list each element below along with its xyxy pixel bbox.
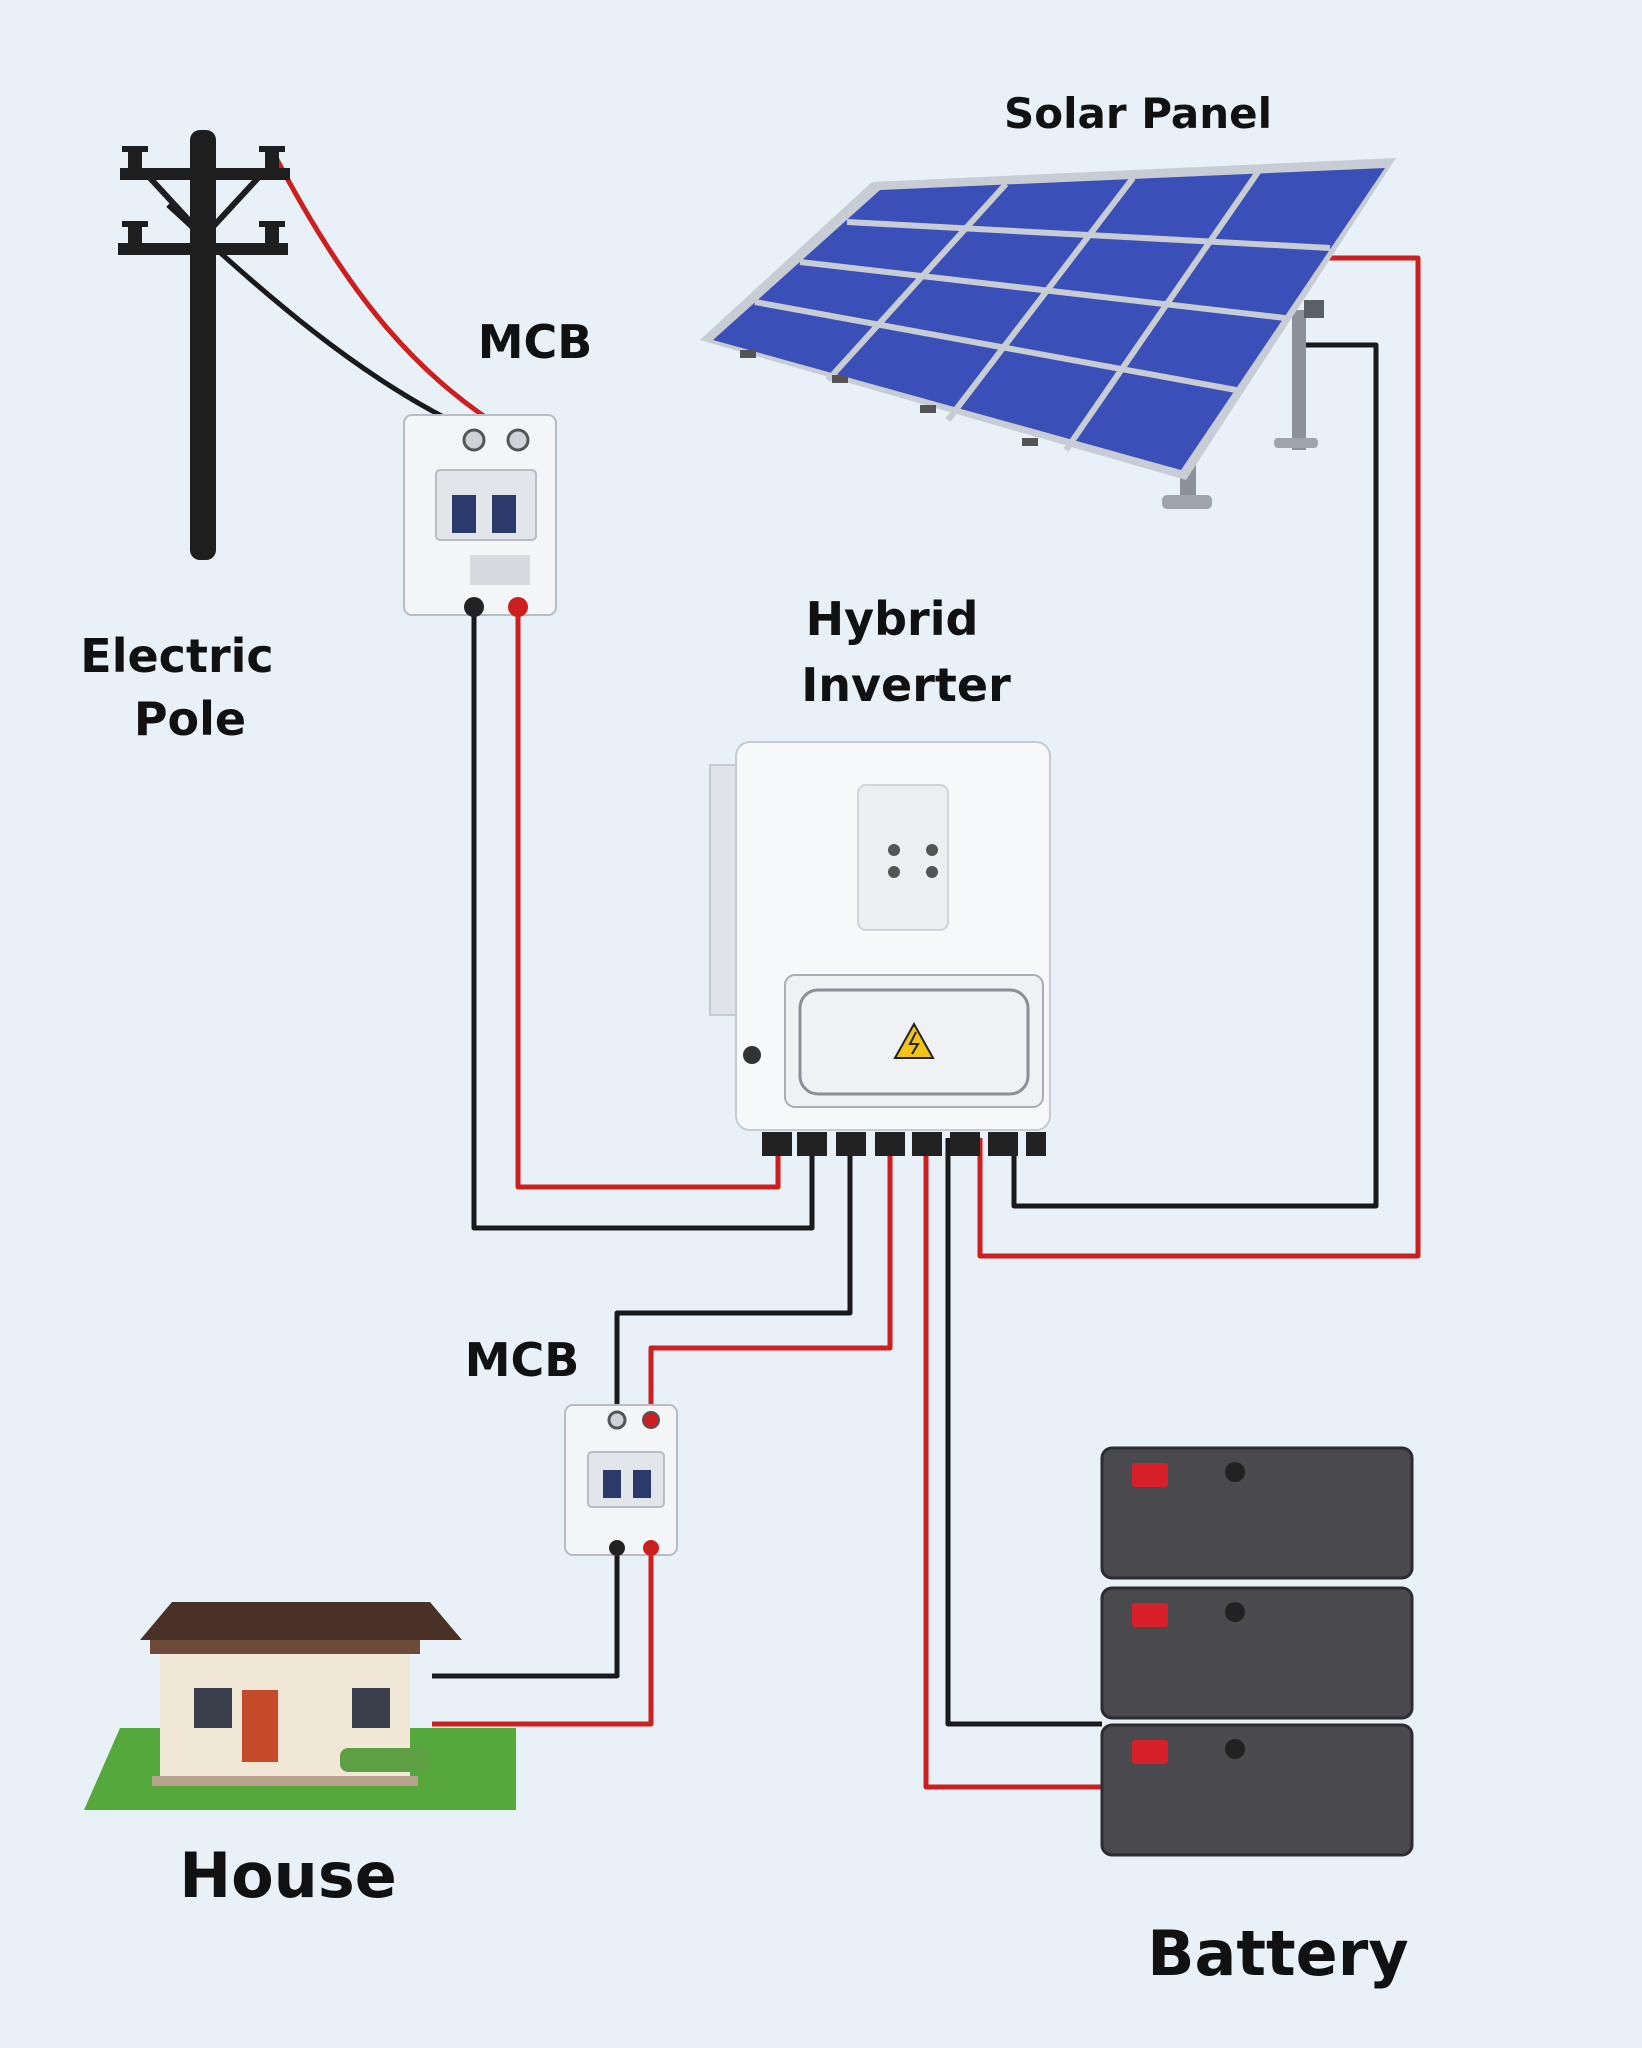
electric-pole-icon bbox=[118, 130, 290, 560]
wire-inverter-mcb-live bbox=[648, 1138, 893, 1412]
wire-solar-inverter-neutral bbox=[1011, 342, 1379, 1209]
labels: Solar Panel MCB Electric Pole Hybrid Inv… bbox=[80, 89, 1408, 1990]
hybrid-inverter-icon bbox=[709, 741, 1051, 1156]
label-hybrid-line2: Inverter bbox=[801, 658, 1011, 712]
label-electric-pole: Electric Pole bbox=[80, 629, 289, 746]
wire-inverter-battery-neutral bbox=[945, 1138, 1102, 1727]
label-electric-pole-line2: Pole bbox=[134, 692, 246, 746]
wire-mcb-inverter-neutral bbox=[471, 610, 815, 1231]
house-icon bbox=[84, 1602, 516, 1810]
wire-solar-inverter-live bbox=[977, 255, 1421, 1259]
wire-inverter-mcb-neutral bbox=[614, 1138, 853, 1412]
wires bbox=[166, 148, 1421, 1790]
wire-mcb-house-neutral bbox=[432, 1550, 620, 1679]
mcb-breaker-icon bbox=[564, 1404, 678, 1556]
wire-mcb-inverter-live bbox=[515, 610, 781, 1190]
label-hybrid-line1: Hybrid bbox=[806, 592, 979, 646]
label-hybrid-inverter: Hybrid Inverter bbox=[801, 592, 1011, 712]
solar-panel-icon bbox=[700, 158, 1396, 509]
wire-inverter-battery-live bbox=[923, 1138, 1102, 1790]
battery-module bbox=[1100, 1586, 1414, 1720]
mcb-breaker-icon bbox=[403, 414, 557, 617]
label-battery: Battery bbox=[1147, 1917, 1408, 1990]
label-mcb-bottom: MCB bbox=[465, 1333, 580, 1387]
battery-module bbox=[1100, 1723, 1414, 1857]
wire-mcb-house-live bbox=[432, 1550, 654, 1727]
battery-stack-icon bbox=[1100, 1446, 1414, 1857]
warning-icon bbox=[893, 1021, 935, 1059]
label-mcb-top: MCB bbox=[478, 315, 593, 369]
wire-pole-mcb-live bbox=[269, 148, 520, 441]
label-solar-panel: Solar Panel bbox=[1004, 89, 1272, 138]
battery-module bbox=[1100, 1446, 1414, 1580]
label-house: House bbox=[179, 1839, 397, 1912]
label-electric-pole-line1: Electric bbox=[80, 629, 273, 683]
